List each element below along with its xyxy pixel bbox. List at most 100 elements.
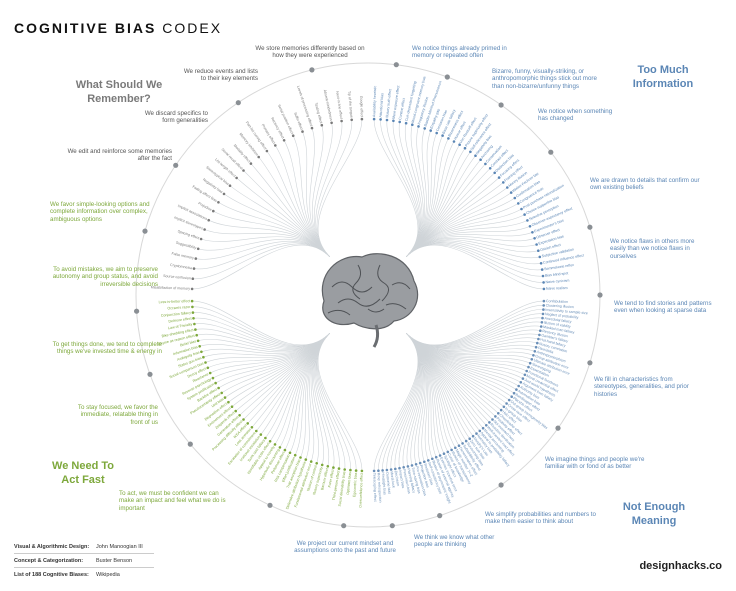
note-reduce-events: We reduce events and lists to their key … bbox=[183, 68, 258, 83]
bias-dot bbox=[493, 171, 497, 175]
bias-dot bbox=[203, 228, 206, 231]
bias-dot bbox=[505, 402, 508, 405]
branch-line bbox=[405, 329, 541, 350]
branch-line bbox=[294, 332, 331, 456]
bias-dot bbox=[542, 287, 546, 291]
category-dot bbox=[498, 102, 504, 108]
bias-label: Neglect of probability bbox=[545, 312, 579, 320]
bias-dot bbox=[320, 123, 324, 127]
bias-dot bbox=[474, 154, 477, 157]
brand-wordmark: designhacks.co bbox=[639, 560, 722, 572]
bias-label: Illusory superiority bbox=[312, 466, 323, 495]
bias-label: Rosy retrospection bbox=[377, 473, 383, 503]
note-edit-memories: We edit and reinforce some memories afte… bbox=[67, 148, 172, 163]
bias-label: Google effect bbox=[359, 96, 364, 117]
bias-dot bbox=[332, 466, 335, 469]
bias-label: Illusion of control bbox=[306, 465, 318, 492]
branch-line bbox=[405, 300, 544, 346]
branch-line bbox=[405, 325, 542, 349]
category-dot bbox=[393, 62, 399, 68]
bias-label: Conjunction fallacy bbox=[161, 311, 192, 318]
branch-line bbox=[378, 332, 419, 471]
bias-label: Next-in-line effect bbox=[335, 91, 343, 119]
bias-dot bbox=[475, 432, 478, 435]
bias-dot bbox=[349, 468, 352, 472]
branch-line bbox=[405, 321, 542, 348]
bias-dot bbox=[541, 274, 545, 278]
bias-dot bbox=[418, 461, 422, 465]
bias-dot bbox=[513, 196, 517, 200]
bias-dot bbox=[427, 459, 430, 462]
bias-dot bbox=[199, 237, 203, 241]
bias-dot bbox=[398, 120, 402, 124]
note-discard-specifics: We discard specifics to form generalitie… bbox=[144, 110, 208, 125]
bias-dot bbox=[532, 354, 535, 357]
bias-label: Cryptomnesia bbox=[170, 263, 193, 270]
branch-line bbox=[223, 193, 331, 258]
bias-label: Pareidolia bbox=[537, 346, 553, 355]
bias-label: Outcome bias bbox=[385, 472, 391, 495]
bias-dot bbox=[195, 333, 198, 337]
bias-label: Insensitivity to sample size bbox=[545, 308, 588, 316]
bias-dot bbox=[497, 412, 500, 415]
bias-dot bbox=[299, 456, 302, 459]
credit-value-list: Wikipedia bbox=[96, 572, 120, 578]
bias-label: Belief bias bbox=[180, 339, 197, 347]
bias-label: Context effect bbox=[398, 98, 406, 120]
bias-dot bbox=[194, 257, 198, 260]
bias-dot bbox=[537, 337, 540, 341]
bias-label: Bias blind spot bbox=[545, 271, 569, 278]
branch-line bbox=[300, 332, 331, 458]
bias-dot bbox=[442, 452, 446, 456]
bias-dot bbox=[264, 436, 267, 440]
note-confirm-beliefs: We are drawn to details that confirm our… bbox=[590, 177, 700, 192]
bias-label: Tip of the tongue bbox=[347, 91, 353, 118]
bias-dot bbox=[204, 361, 207, 364]
bias-dot bbox=[198, 345, 201, 348]
bias-dot bbox=[246, 422, 249, 425]
branch-line bbox=[204, 229, 331, 258]
bias-dot bbox=[534, 345, 538, 349]
bias-label: Semmelweis reflex bbox=[544, 263, 575, 271]
branch-line bbox=[312, 332, 331, 465]
category-dot bbox=[548, 149, 554, 155]
brain-fold bbox=[331, 281, 373, 293]
branch-line bbox=[405, 242, 543, 271]
bias-dot bbox=[196, 247, 200, 251]
branch-line bbox=[314, 332, 335, 468]
bias-dot bbox=[278, 446, 282, 449]
bias-dot bbox=[304, 458, 308, 461]
bias-dot bbox=[423, 460, 426, 464]
branch-line bbox=[315, 120, 343, 258]
bias-dot bbox=[194, 328, 197, 331]
bias-dot bbox=[537, 249, 540, 252]
bias-dot bbox=[220, 391, 223, 395]
bias-dot bbox=[274, 144, 277, 147]
bias-label: Ambiguity bias bbox=[177, 350, 201, 361]
bias-dot bbox=[525, 369, 528, 373]
branch-line bbox=[405, 309, 544, 347]
bias-label: Source confusion bbox=[163, 274, 191, 281]
bias-dot bbox=[510, 395, 513, 399]
bias-dot bbox=[192, 317, 195, 320]
branch-line bbox=[195, 240, 331, 260]
branch-line bbox=[305, 332, 331, 460]
bias-dot bbox=[464, 439, 468, 443]
bias-dot bbox=[208, 371, 212, 375]
bias-label: Reactance bbox=[192, 372, 209, 383]
bias-dot bbox=[238, 414, 241, 417]
bias-dot bbox=[541, 316, 544, 320]
bias-dot bbox=[542, 304, 545, 307]
bias-dot bbox=[360, 117, 364, 121]
bias-dot bbox=[454, 446, 457, 450]
note-avoid-mistakes: To avoid mistakes, we aim to preserve au… bbox=[52, 266, 158, 288]
bias-dot bbox=[539, 262, 543, 265]
branch-line bbox=[405, 128, 427, 258]
branch-line bbox=[316, 332, 351, 471]
branch-line bbox=[315, 332, 340, 469]
branch-line bbox=[193, 242, 331, 270]
note-think-we-know: We think we know what other people are t… bbox=[414, 534, 495, 549]
bias-dot bbox=[234, 409, 237, 413]
bias-dot bbox=[392, 119, 395, 123]
